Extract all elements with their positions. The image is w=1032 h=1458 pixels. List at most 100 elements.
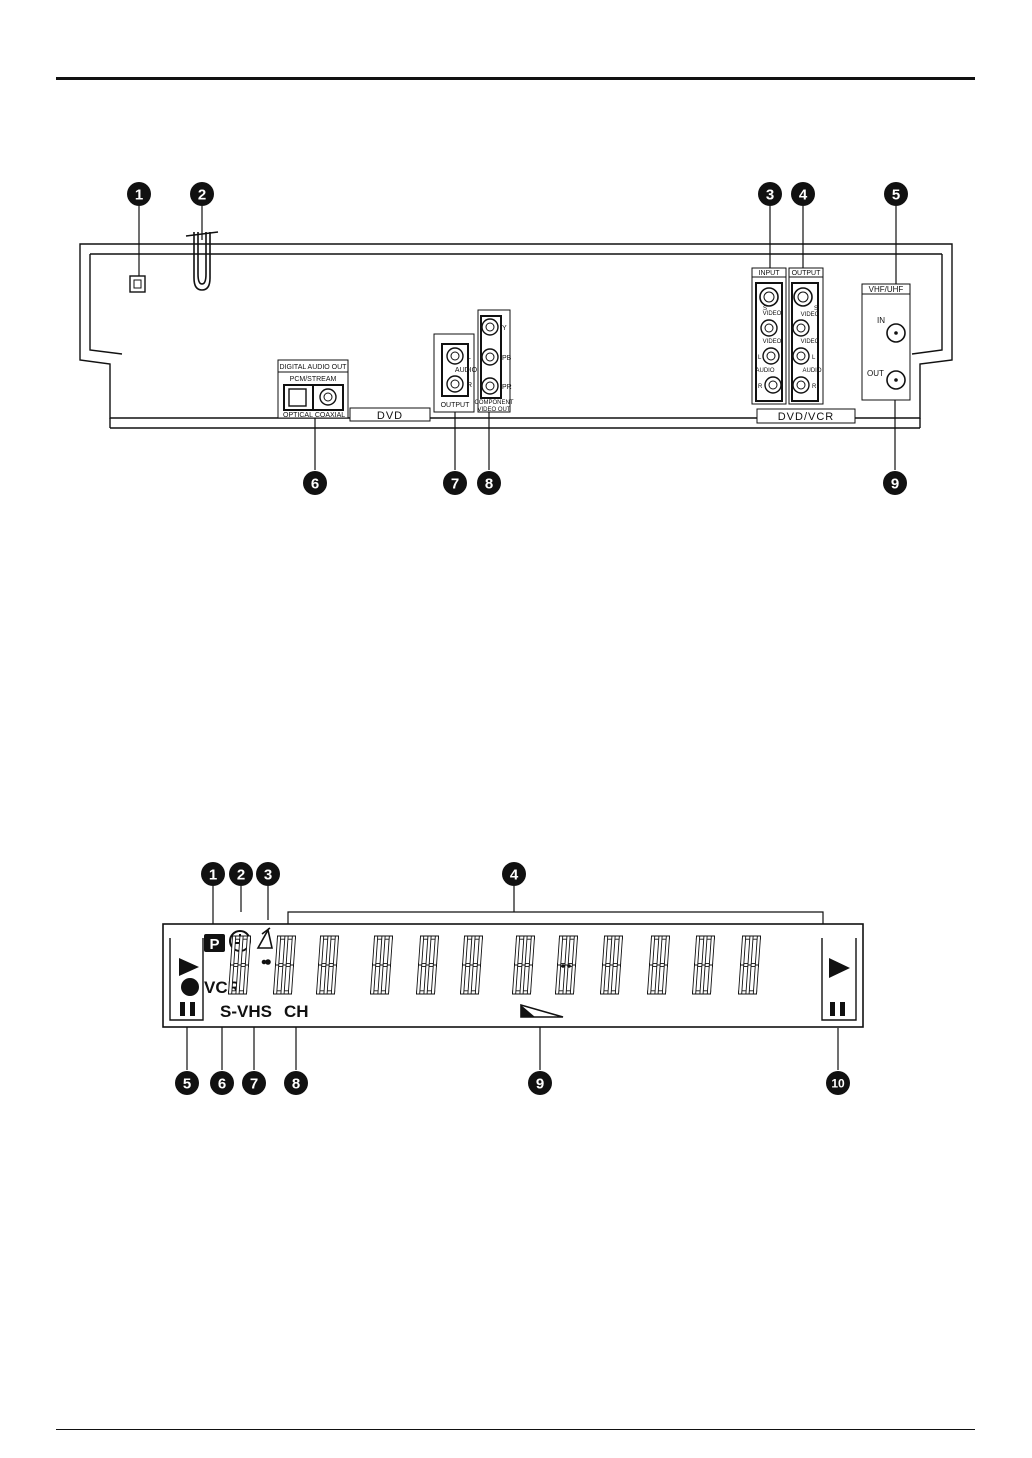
callout-number: 2 bbox=[198, 186, 206, 203]
input-video-label: VIDEO bbox=[763, 339, 782, 345]
callout-2: 2 bbox=[190, 182, 214, 206]
input-audio-l-jack-icon bbox=[763, 348, 779, 364]
callout-number: 7 bbox=[451, 475, 459, 492]
input-audio-r-jack-icon bbox=[765, 377, 781, 393]
callout-10: 10 bbox=[826, 1071, 850, 1095]
segment-digit bbox=[273, 936, 295, 994]
dvd-vcr-section-label: DVD/VCR bbox=[778, 411, 835, 423]
antenna-in-label: IN bbox=[877, 316, 885, 325]
output-jacks-group: OUTPUT S VIDEO VIDEO L AUDIO R bbox=[789, 268, 823, 404]
callout-9: 9 bbox=[883, 471, 907, 495]
component-video-out-group: Y PB PR COMPONENT VIDEO OUT bbox=[475, 310, 514, 413]
program-badge-label: P bbox=[209, 936, 219, 953]
callout-3: 3 bbox=[758, 182, 782, 206]
component-pr-label: PR bbox=[502, 384, 512, 391]
input-video-jack-icon bbox=[761, 320, 777, 336]
callout-5: 5 bbox=[175, 1071, 199, 1095]
callout-number: 6 bbox=[218, 1075, 226, 1092]
callout-number: 6 bbox=[311, 475, 319, 492]
component-label: COMPONENT bbox=[475, 400, 514, 406]
segment-digit bbox=[692, 936, 714, 994]
output-s-video-label: VIDEO bbox=[801, 312, 820, 318]
callout-number: 10 bbox=[831, 1076, 845, 1090]
callout-number: 8 bbox=[485, 475, 493, 492]
callout-number: 8 bbox=[292, 1075, 300, 1092]
audio-left-jack-icon bbox=[447, 348, 463, 364]
callout-number: 4 bbox=[799, 186, 808, 203]
power-cord-icon bbox=[186, 232, 218, 290]
digital-audio-out-group: DIGITAL AUDIO OUT PCM/STREAM OPTICAL COA… bbox=[278, 360, 348, 419]
callout-number: 4 bbox=[510, 866, 519, 883]
callout-number: 5 bbox=[183, 1075, 191, 1092]
callout-number: 1 bbox=[209, 866, 217, 883]
antenna-out-label: OUT bbox=[867, 369, 884, 378]
bottom-rule bbox=[56, 1429, 975, 1430]
input-jacks-group: INPUT S VIDEO VIDEO L AUDIO R bbox=[752, 268, 786, 404]
callout-number: 1 bbox=[135, 186, 143, 203]
callout-6: 6 bbox=[303, 471, 327, 495]
output-title: OUTPUT bbox=[792, 270, 822, 277]
dvd-section-label: DVD bbox=[377, 410, 403, 422]
input-r-label: R bbox=[758, 384, 763, 390]
input-s-video-jack-icon bbox=[760, 288, 778, 306]
output-audio-label: AUDIO bbox=[802, 368, 821, 374]
digital-audio-out-label: DIGITAL AUDIO OUT bbox=[280, 364, 348, 371]
display-panel-diagram: 12345678910 P VCR S-VHS CH bbox=[0, 850, 1032, 1110]
coaxial-label: COAXIAL bbox=[315, 412, 345, 419]
audio-l-label: L bbox=[467, 354, 471, 361]
callout-number: 3 bbox=[264, 866, 272, 883]
segment-digit bbox=[460, 936, 482, 994]
segment-digit bbox=[512, 936, 534, 994]
vhf-uhf-antenna-group: VHF/UHF IN OUT bbox=[862, 284, 910, 400]
ch-indicator: CH bbox=[284, 1002, 309, 1021]
callout-2: 2 bbox=[229, 862, 253, 886]
pcm-stream-label: PCM/STREAM bbox=[290, 376, 337, 383]
output-video-label: VIDEO bbox=[801, 339, 820, 345]
record-icon bbox=[181, 978, 199, 996]
audio-output-group: L AUDIO R OUTPUT bbox=[434, 334, 478, 412]
component-y-label: Y bbox=[502, 325, 507, 332]
optical-label: OPTICAL bbox=[283, 412, 313, 419]
callout-number: 9 bbox=[891, 475, 899, 492]
vhf-uhf-label: VHF/UHF bbox=[869, 285, 904, 294]
callout-4: 4 bbox=[791, 182, 815, 206]
callout-1: 1 bbox=[201, 862, 225, 886]
input-title: INPUT bbox=[759, 270, 781, 277]
callout-7: 7 bbox=[242, 1071, 266, 1095]
audio-r-label: R bbox=[467, 382, 472, 389]
segment-digit bbox=[555, 936, 577, 994]
segment-digit bbox=[370, 936, 392, 994]
callout-1: 1 bbox=[127, 182, 151, 206]
callout-7: 7 bbox=[443, 471, 467, 495]
video-out-label: VIDEO OUT bbox=[477, 407, 510, 413]
callout-6: 6 bbox=[210, 1071, 234, 1095]
component-pb-label: PB bbox=[502, 355, 512, 362]
callout-5: 5 bbox=[884, 182, 908, 206]
segment-digit bbox=[228, 936, 250, 994]
output-r-label: R bbox=[812, 384, 817, 390]
callout-number: 5 bbox=[892, 186, 900, 203]
optical-jack-icon bbox=[289, 389, 306, 406]
callout-number: 7 bbox=[250, 1075, 258, 1092]
coaxial-jack-icon bbox=[320, 389, 336, 405]
segment-digit bbox=[600, 936, 622, 994]
input-s-video-label: VIDEO bbox=[763, 311, 782, 317]
output-audio-l-jack-icon bbox=[793, 348, 809, 364]
segment-digit bbox=[416, 936, 438, 994]
power-plug-icon bbox=[130, 276, 145, 292]
output-audio-r-jack-icon bbox=[793, 377, 809, 393]
svhs-indicator: S-VHS bbox=[220, 1002, 272, 1021]
segment-digit bbox=[647, 936, 669, 994]
component-pr-jack-icon bbox=[482, 378, 498, 394]
output-video-jack-icon bbox=[793, 320, 809, 336]
output-s-video-jack-icon bbox=[794, 288, 812, 306]
input-audio-label: AUDIO bbox=[755, 368, 774, 374]
segment-digit bbox=[316, 936, 338, 994]
callout-9: 9 bbox=[528, 1071, 552, 1095]
component-pb-jack-icon bbox=[482, 349, 498, 365]
callout-number: 9 bbox=[536, 1075, 544, 1092]
audio-right-jack-icon bbox=[447, 376, 463, 392]
output-label: OUTPUT bbox=[441, 402, 471, 409]
segment-digit bbox=[738, 936, 760, 994]
